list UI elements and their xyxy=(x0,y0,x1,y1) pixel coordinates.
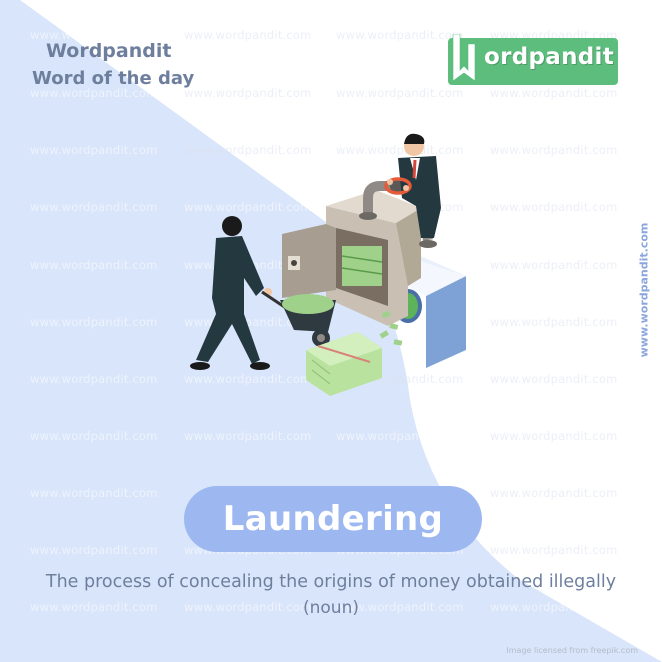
logo-text: ordpandit xyxy=(484,44,615,70)
part-of-speech: (noun) xyxy=(303,598,359,618)
image-credit: Image licensed from freepik.com xyxy=(506,646,638,655)
bookmark-w-icon xyxy=(452,34,476,82)
brand-title: Wordpandit xyxy=(46,40,172,62)
cash-stack-icon xyxy=(306,332,382,396)
businessman-wheelbarrow-icon xyxy=(190,216,272,370)
side-website-url: www.wordpandit.com xyxy=(637,222,651,358)
businessman-valve-icon xyxy=(384,133,441,238)
wordpandit-logo: ordpandit xyxy=(448,34,618,85)
wheelbarrow-icon xyxy=(261,290,336,347)
money-laundering-illustration xyxy=(190,133,466,396)
flying-bills-icon xyxy=(379,310,403,346)
word-pill: Laundering xyxy=(184,486,482,552)
definition-text: The process of concealing the origins of… xyxy=(45,572,617,592)
brand-subtitle: Word of the day xyxy=(32,68,195,89)
logo-background xyxy=(448,38,618,85)
word-of-the-day: Laundering xyxy=(222,499,444,539)
safe-icon xyxy=(282,190,421,326)
